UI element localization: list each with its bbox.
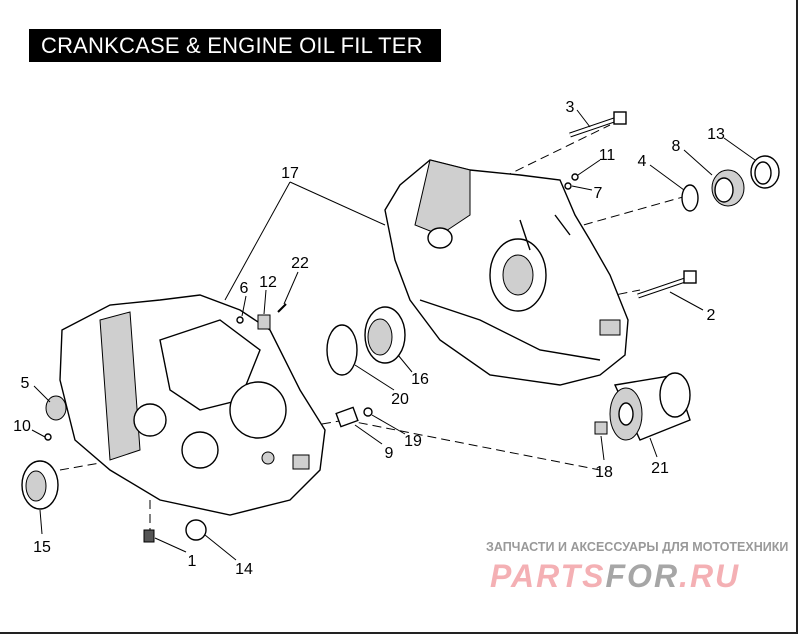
callout-17: 17 [281, 165, 299, 182]
sensor-12 [257, 314, 271, 330]
screw-22 [277, 303, 287, 313]
watermark-logo-parts: PARTS [490, 558, 606, 594]
callout-4: 4 [638, 153, 647, 170]
seal-4 [681, 184, 699, 212]
o-ring-7 [564, 182, 572, 190]
bolt-3 [569, 111, 627, 138]
callout-13: 13 [707, 126, 725, 143]
callout-9: 9 [385, 445, 394, 462]
callout-8: 8 [672, 138, 681, 155]
dowel-11 [571, 173, 579, 181]
leader-lines [31, 109, 756, 561]
watermark-logo-ru: .RU [679, 558, 741, 594]
o-ring-6 [236, 316, 244, 324]
nipple-18 [594, 421, 608, 435]
axis-line [344, 419, 601, 471]
callout-22: 22 [291, 255, 309, 272]
callout-11: 11 [599, 147, 616, 164]
watermark-logo: PARTSFOR.RU [490, 559, 740, 593]
callout-6: 6 [240, 280, 249, 297]
plug-1 [143, 529, 155, 543]
right-crankcase-half [384, 159, 629, 386]
callout-20: 20 [391, 391, 409, 408]
callout-10: 10 [13, 418, 31, 435]
callout-2: 2 [707, 307, 716, 324]
callout-14: 14 [235, 561, 253, 578]
retaining-ring-20 [326, 324, 358, 376]
dowel-9 [335, 406, 359, 428]
callout-21: 21 [651, 460, 669, 477]
bearing-15 [21, 460, 59, 510]
watermark-logo-for: FOR [605, 558, 680, 594]
callout-3: 3 [566, 99, 575, 116]
callout-15: 15 [33, 539, 51, 556]
bearing-16 [364, 306, 406, 364]
bearing-5 [45, 395, 67, 421]
callout-12: 12 [259, 274, 277, 291]
callout-7: 7 [594, 185, 603, 202]
left-crankcase-half [59, 294, 326, 516]
plug-14 [185, 519, 207, 541]
callout-16: 16 [411, 371, 429, 388]
callout-18: 18 [595, 464, 613, 481]
bolt-2 [637, 270, 697, 299]
bearing-8 [711, 169, 745, 207]
callout-19: 19 [404, 433, 422, 450]
dowel-10 [44, 433, 52, 441]
oil-filter-21 [609, 372, 691, 441]
callout-5: 5 [21, 375, 30, 392]
watermark-subtitle: ЗАПЧАСТИ И АКСЕССУАРЫ ДЛЯ МОТОТЕХНИКИ [486, 540, 789, 554]
callout-1: 1 [188, 553, 197, 570]
diagram-title: CRANKCASE & ENGINE OIL FIL TER [29, 29, 441, 62]
bearing-race-13 [750, 155, 780, 189]
o-ring-19 [363, 407, 373, 417]
